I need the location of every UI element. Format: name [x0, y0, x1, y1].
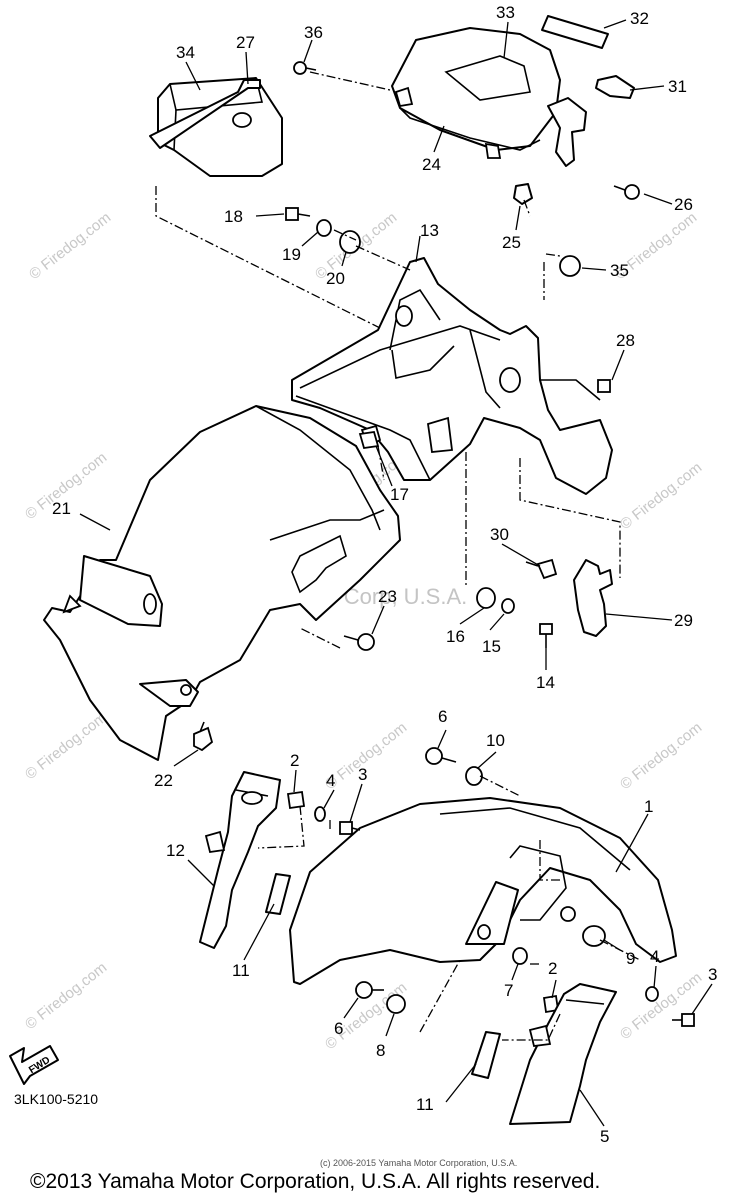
part-2-nut [286, 790, 306, 810]
callout-27: 27 [236, 33, 255, 52]
callout-2: 2 [290, 751, 299, 770]
part-10-damper [465, 766, 483, 786]
callout-33: 33 [496, 3, 515, 22]
drawing-code: 3LK100-5210 [14, 1091, 99, 1107]
fwd-arrow-icon: FWD [9, 1045, 59, 1085]
part-31-bracket [595, 75, 635, 99]
part-33-seat-cowl [391, 27, 587, 167]
assembly-lines [155, 71, 641, 1041]
hardware-26-bolt [613, 184, 640, 200]
callout-25: 25 [502, 233, 521, 252]
part-28-nut [597, 379, 611, 393]
callout-4: 4 [326, 771, 335, 790]
part-7-collar [512, 947, 528, 965]
callout-1: 1 [644, 797, 653, 816]
callout-3b: 3 [708, 965, 717, 984]
hardware-22-bolt [193, 721, 214, 752]
hardware-30-bolt [525, 558, 558, 580]
callout-6: 6 [438, 707, 447, 726]
callout-7: 7 [504, 981, 513, 1000]
part-11-strip [265, 873, 291, 915]
callout-5: 5 [600, 1127, 609, 1146]
callout-11b: 11 [416, 1095, 434, 1114]
callout-28: 28 [616, 331, 635, 350]
callout-14: 14 [536, 673, 555, 692]
callout-20: 20 [326, 269, 345, 288]
callout-24: 24 [422, 155, 441, 174]
part-21-rear-fender [43, 405, 401, 761]
hardware-36-bolt [293, 61, 317, 75]
hardware-18-bolt [285, 207, 311, 221]
part-5-fork-cover [509, 983, 617, 1125]
part-19-washer [316, 219, 332, 237]
callout-19: 19 [282, 245, 301, 264]
watermark-text: © Firedog.com [617, 969, 705, 1043]
callout-34: 34 [176, 43, 195, 62]
hardware-6-bolt [355, 981, 384, 999]
callout-21: 21 [52, 499, 71, 518]
callout-13: 13 [420, 221, 439, 240]
part-4-collar [314, 806, 326, 822]
part-12-fork-cover [199, 771, 281, 949]
part-25-grommet [513, 183, 533, 205]
part-35-damper [559, 255, 581, 277]
copyright-notice: ©2013 Yamaha Motor Corporation, U.S.A. A… [30, 1170, 601, 1193]
callout-11: 11 [232, 961, 250, 980]
part-15-washer [501, 598, 515, 614]
small-copyright: (c) 2006-2015 Yamaha Motor Corporation, … [320, 1158, 518, 1168]
part-11-strip [471, 1031, 501, 1079]
callout-15: 15 [482, 637, 501, 656]
callout-3: 3 [358, 765, 367, 784]
callout-29: 29 [674, 611, 693, 630]
watermark-text: © Firedog.com [26, 209, 114, 283]
callout-4b: 4 [650, 947, 659, 966]
part-17-clip [358, 430, 380, 450]
callout-30: 30 [490, 525, 509, 544]
watermark-text: © Firedog.com [617, 719, 705, 793]
callout-17: 17 [390, 485, 409, 504]
part-34-tank [149, 77, 283, 177]
callout-9: 9 [626, 949, 635, 968]
callout-6b: 6 [334, 1019, 343, 1038]
hardware-6-bolt [425, 747, 457, 765]
hardware-3-bolt [672, 1013, 695, 1027]
callout-35: 35 [610, 261, 629, 280]
watermark-text: © Firedog.com [22, 709, 110, 783]
callout-8: 8 [376, 1041, 385, 1060]
watermark-text: © Firedog.com [617, 459, 705, 533]
part-32-decal [541, 15, 609, 49]
callout-12: 12 [166, 841, 185, 860]
callout-16: 16 [446, 627, 465, 646]
part-9-damper [582, 925, 606, 947]
callout-36: 36 [304, 23, 323, 42]
part-8-washer [386, 994, 406, 1014]
callout-26: 26 [674, 195, 693, 214]
callout-32: 32 [630, 9, 649, 28]
part-16-damper [476, 587, 496, 609]
hardware-14-bolt [539, 623, 553, 648]
leader-lines [79, 19, 713, 1127]
watermark-text: © Firedog.com [22, 959, 110, 1033]
callout-22: 22 [154, 771, 173, 790]
callout-10: 10 [486, 731, 505, 750]
callout-18: 18 [224, 207, 243, 226]
part-29-bracket [573, 559, 613, 637]
part-4-collar [645, 986, 659, 1002]
part-20-damper [339, 230, 361, 254]
part-1-front-fender [289, 797, 677, 985]
callout-labels: 34 27 36 33 32 31 24 26 25 18 19 20 13 3… [52, 3, 717, 1146]
hardware-3-bolt [339, 821, 361, 835]
callout-31: 31 [668, 77, 687, 96]
callout-2b: 2 [548, 959, 557, 978]
callout-23: 23 [378, 587, 397, 606]
hardware-23-bolt [343, 633, 375, 651]
part-13-fender-bracket [291, 257, 613, 495]
